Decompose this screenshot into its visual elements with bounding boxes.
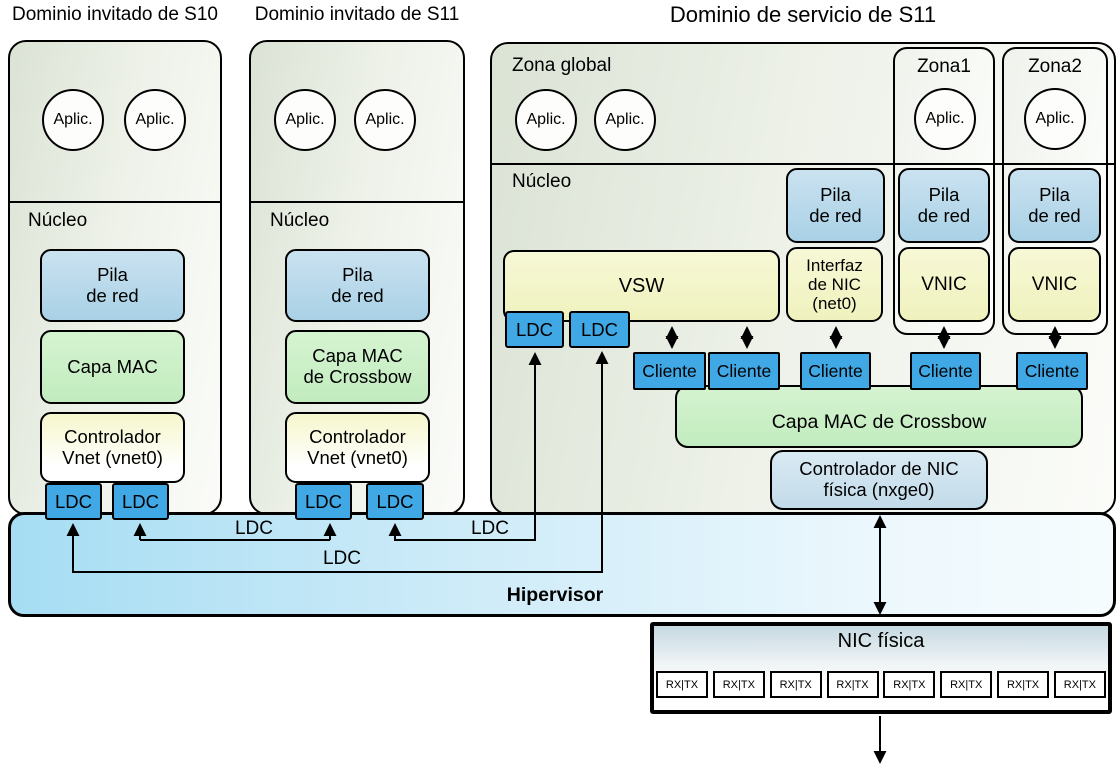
guest-s10-kernel-divider <box>9 201 221 203</box>
ldc-box: LDC <box>45 483 102 520</box>
nic-fisica-title: NIC física <box>837 630 925 652</box>
aplic-circle: Aplic. <box>914 88 976 150</box>
zona1-label: Zona1 <box>917 56 971 77</box>
ldc-box: LDC <box>295 483 352 520</box>
ldc-link-label: LDC <box>234 518 273 539</box>
pila-de-red-box: Pila de red <box>285 249 430 322</box>
vnic-box: VNIC <box>1008 247 1101 322</box>
capa-mac-crossbow-service-box: Capa MAC de Crossbow <box>675 385 1083 448</box>
aplic-circle: Aplic. <box>594 89 656 151</box>
aplic-label: Aplic. <box>135 111 175 128</box>
ldc-box: LDC <box>112 483 169 520</box>
capa-mac-box: Capa MAC <box>40 330 185 404</box>
rxtx-cell: RX|TX <box>826 671 879 698</box>
aplic-circle: Aplic. <box>1024 88 1086 150</box>
pila-de-red-box: Pila de red <box>40 249 185 322</box>
guest-s10-nucleo-label: Núcleo <box>28 210 88 231</box>
aplic-label: Aplic. <box>1035 110 1075 127</box>
interfaz-nic-box: Interfaz de NIC (net0) <box>786 247 883 322</box>
aplic-label: Aplic. <box>526 111 566 128</box>
rxtx-cell: RX|TX <box>883 671 936 698</box>
guest-s10-title: Dominio invitado de S10 <box>12 4 218 25</box>
rxtx-cell: RX|TX <box>712 671 765 698</box>
aplic-label: Aplic. <box>925 110 965 127</box>
aplic-label: Aplic. <box>285 111 325 128</box>
rxtx-cell: RX|TX <box>997 671 1050 698</box>
rxtx-cell: RX|TX <box>769 671 822 698</box>
aplic-circle: Aplic. <box>274 89 336 151</box>
service-s11-title: Dominio de servicio de S11 <box>669 2 937 27</box>
guest-s11-kernel-divider <box>250 201 464 203</box>
zona-global-label: Zona global <box>512 55 612 76</box>
nic-fisica-box <box>650 622 1112 714</box>
capa-mac-crossbow-service-label: Capa MAC de Crossbow <box>771 411 987 434</box>
rxtx-cell: RX|TX <box>1053 671 1106 698</box>
controlador-nic-fisica-box: Controlador de NIC física (nxge0) <box>770 450 988 510</box>
ldc-link-label: LDC <box>322 548 361 569</box>
rxtx-cell: RX|TX <box>656 671 708 698</box>
cliente-box: Cliente <box>708 352 780 390</box>
aplic-circle: Aplic. <box>42 89 104 151</box>
aplic-label: Aplic. <box>365 111 405 128</box>
capa-mac-crossbow-box: Capa MAC de Crossbow <box>285 330 430 404</box>
aplic-label: Aplic. <box>53 111 93 128</box>
cliente-box: Cliente <box>633 352 706 390</box>
controlador-vnet-box: Controlador Vnet (vnet0) <box>285 412 430 483</box>
cliente-box: Cliente <box>910 352 981 390</box>
service-nucleo-label: Núcleo <box>512 171 572 192</box>
guest-s11-title: Dominio invitado de S11 <box>254 4 460 25</box>
pila-de-red-box: Pila de red <box>786 168 885 243</box>
cliente-box: Cliente <box>1016 352 1088 390</box>
service-kernel-divider <box>491 163 1115 165</box>
rxtx-cell: RX|TX <box>940 671 993 698</box>
aplic-circle: Aplic. <box>124 89 186 151</box>
vnic-box: VNIC <box>898 247 990 322</box>
pila-de-red-box: Pila de red <box>1008 168 1101 243</box>
ldc-link-label: LDC <box>470 518 509 539</box>
ldc-box: LDC <box>505 311 564 348</box>
vsw-box: VSW <box>503 250 780 322</box>
aplic-circle: Aplic. <box>354 89 416 151</box>
rxtx-row: RX|TX RX|TX RX|TX RX|TX RX|TX RX|TX RX|T… <box>656 671 1106 698</box>
cliente-box: Cliente <box>800 352 871 390</box>
zona2-label: Zona2 <box>1028 56 1082 77</box>
hypervisor-label: Hipervisor <box>506 584 604 606</box>
ldc-box: LDC <box>366 483 424 520</box>
pila-de-red-box: Pila de red <box>898 168 990 243</box>
aplic-circle: Aplic. <box>515 89 577 151</box>
guest-s11-nucleo-label: Núcleo <box>270 210 330 231</box>
ldc-box: LDC <box>569 311 630 348</box>
aplic-label: Aplic. <box>605 111 645 128</box>
controlador-vnet-box: Controlador Vnet (vnet0) <box>40 412 185 483</box>
